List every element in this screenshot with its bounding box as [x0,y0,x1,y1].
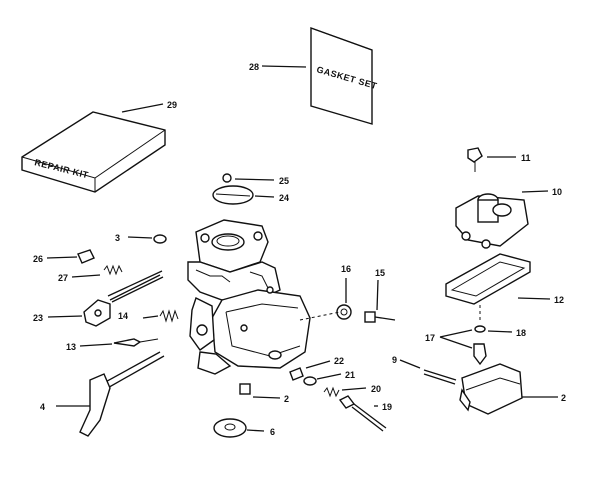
part-21-washer: 21 [303,370,355,386]
part-2-float: 2 [459,363,566,415]
part-27-spring: 27 [58,264,123,283]
part-2-plug-lower: 2 [239,383,289,404]
part-26-plug: 26 [33,249,95,264]
callout-14: 14 [118,311,128,321]
gasket-set-envelope: GASKET SET [310,27,378,125]
callout-20: 20 [371,384,381,394]
callout-2-lower: 2 [284,394,289,404]
part-13-needle: 13 [66,338,159,352]
part-3-clip: 3 [115,233,167,244]
callout-9: 9 [392,355,397,365]
callout-19: 19 [382,402,392,412]
repair-kit-box: REPAIR KIT [21,111,166,193]
part-24-throttle-plate: 24 [212,185,289,205]
part-4-throttle-lever: 4 [40,351,165,437]
callout-26: 26 [33,254,43,264]
part-17-needle-valve: 17 [425,329,487,366]
part-20-spring: 20 [323,384,381,398]
callout-17: 17 [425,333,435,343]
part-14-idle-screw: 14 [118,309,179,323]
callout-10: 10 [552,187,562,197]
callout-4: 4 [40,402,45,412]
callout-16: 16 [341,264,351,274]
part-22-plug: 22 [289,356,344,381]
part-23-lever: 23 [33,299,111,327]
part-9-pin: 9 [392,355,457,385]
callout-2-right: 2 [561,393,566,403]
callout-12: 12 [554,295,564,305]
callout-28-group: 28 [249,62,307,72]
choke-shaft [107,270,164,303]
callout-23: 23 [33,313,43,323]
callout-22: 22 [334,356,344,366]
part-10-valve-body: 10 [455,187,562,249]
part-6-washer: 6 [213,418,275,438]
part-25-screw: 25 [222,173,289,186]
callout-29: 29 [167,100,177,110]
callout-13: 13 [66,342,76,352]
carburetor-body [187,219,311,375]
callout-27: 27 [58,273,68,283]
callout-15: 15 [375,268,385,278]
part-18-seat: 18 [474,325,526,338]
part-19-needle: 19 [338,395,392,432]
callout-28: 28 [249,62,259,72]
part-11-screw: 11 [467,147,531,172]
callout-29-group: 29 [121,100,177,113]
callout-18: 18 [516,328,526,338]
callout-3: 3 [115,233,120,243]
callout-11: 11 [521,153,531,163]
part-16-washer: 16 [336,264,352,320]
callout-6: 6 [270,427,275,437]
part-15-bolt: 15 [364,268,396,323]
callout-24: 24 [279,193,289,203]
callout-21: 21 [345,370,355,380]
part-12-gasket: 12 [445,253,564,305]
callout-25: 25 [279,176,289,186]
